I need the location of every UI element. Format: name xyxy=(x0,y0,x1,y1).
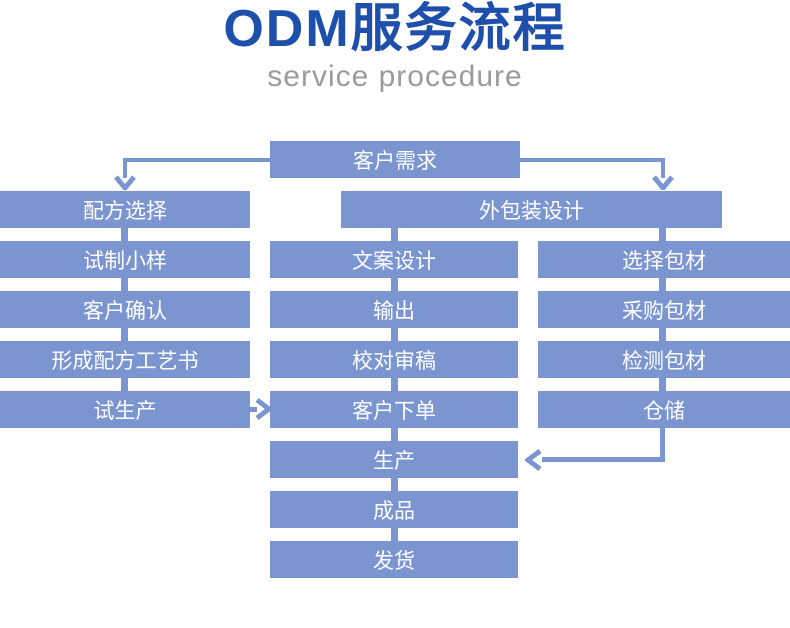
node-proofreading: 校对审稿 xyxy=(270,341,518,378)
page-subtitle: service procedure xyxy=(267,60,523,93)
arrow-right-icon xyxy=(255,398,274,420)
connector-middle-column xyxy=(391,328,398,341)
arrow-left-icon xyxy=(523,449,543,471)
node-inspect-packaging: 检测包材 xyxy=(538,341,790,378)
node-customer-demand: 客户需求 xyxy=(270,141,520,178)
connector-left-column xyxy=(121,328,128,341)
connector-root-to-right-horizontal xyxy=(520,158,665,162)
node-warehousing: 仓储 xyxy=(538,391,790,428)
node-finished-product: 成品 xyxy=(270,491,518,528)
connector-middle-column xyxy=(391,428,398,441)
connector-trial-to-order xyxy=(250,407,257,412)
connector-root-to-left-vertical xyxy=(123,158,127,178)
connector-middle-column xyxy=(391,278,398,291)
page-title: ODM服务流程 xyxy=(223,0,567,58)
node-shipping: 发货 xyxy=(270,541,518,578)
node-formula-selection: 配方选择 xyxy=(0,191,250,228)
node-trial-sample: 试制小样 xyxy=(0,241,250,278)
arrow-down-icon xyxy=(114,175,136,192)
connector-right-column xyxy=(659,378,666,391)
connector-middle-column xyxy=(391,228,398,241)
node-trial-production: 试生产 xyxy=(0,391,250,428)
connector-middle-column xyxy=(391,478,398,491)
node-output: 输出 xyxy=(270,291,518,328)
connector-right-column xyxy=(659,228,666,241)
connector-left-column xyxy=(121,378,128,391)
connector-left-column xyxy=(121,228,128,241)
node-customer-confirmation: 客户确认 xyxy=(0,291,250,328)
node-purchase-packaging: 采购包材 xyxy=(538,291,790,328)
connector-right-column xyxy=(659,278,666,291)
connector-root-to-right-vertical xyxy=(661,158,665,178)
node-packaging-design: 外包装设计 xyxy=(341,191,722,228)
node-select-packaging: 选择包材 xyxy=(538,241,790,278)
connector-left-column xyxy=(121,278,128,291)
connector-middle-column xyxy=(391,378,398,391)
node-formula-process-book: 形成配方工艺书 xyxy=(0,341,250,378)
connector-middle-column xyxy=(391,528,398,541)
node-production: 生产 xyxy=(270,441,518,478)
connector-warehouse-to-production-vertical xyxy=(660,428,665,462)
arrow-down-icon xyxy=(652,175,674,192)
node-copywriting-design: 文案设计 xyxy=(270,241,518,278)
node-customer-order: 客户下单 xyxy=(270,391,518,428)
connector-root-to-left-horizontal xyxy=(123,158,270,162)
connector-right-column xyxy=(659,328,666,341)
connector-warehouse-to-production-horizontal xyxy=(542,457,665,462)
